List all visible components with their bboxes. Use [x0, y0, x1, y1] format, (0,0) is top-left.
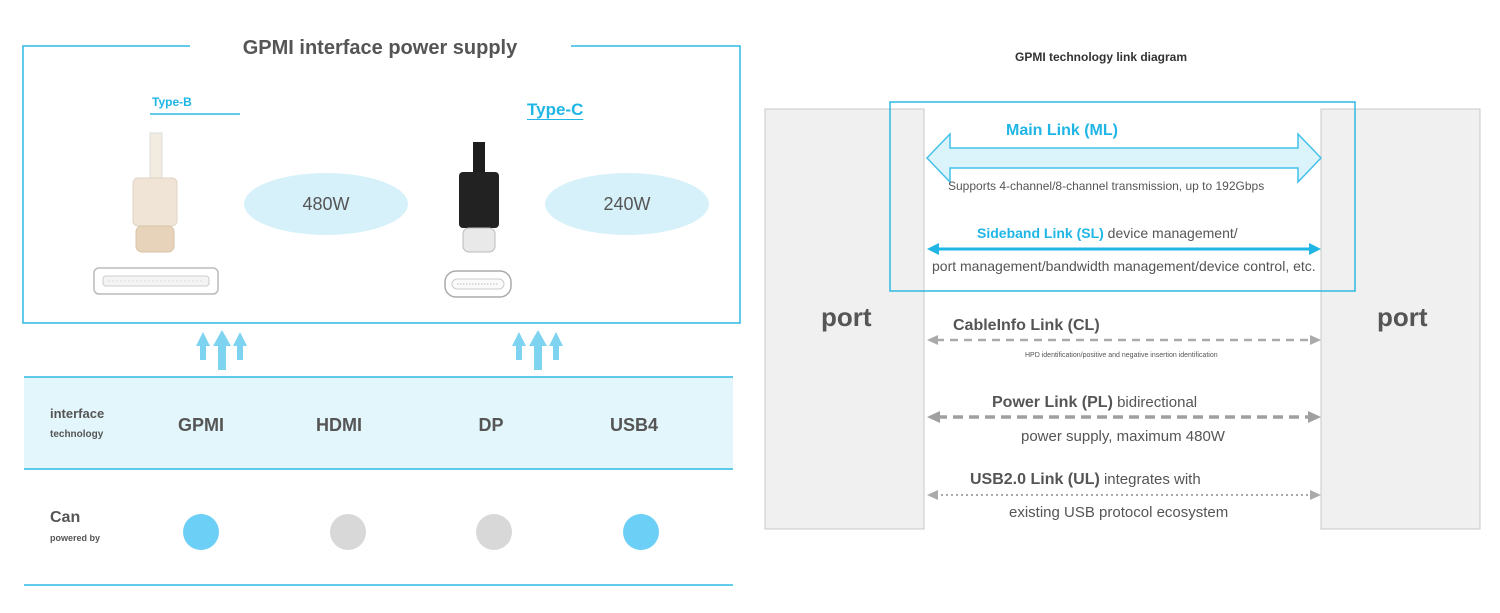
tech-usb4: USB4: [609, 415, 658, 435]
main-link-name: Main Link (ML): [1006, 122, 1118, 139]
power-panel-title: GPMI interface power supply: [242, 37, 518, 59]
port-right-box: [1320, 108, 1481, 530]
power-panel-frame: [22, 45, 741, 324]
usb-link-desc2: existing USB protocol ecosystem: [1009, 504, 1229, 521]
sideband-link-line1: Sideband Link (SL) device management/: [977, 225, 1238, 241]
powered-label-line1: Can: [50, 509, 81, 526]
link-diagram-title: GPMI technology link diagram: [1015, 50, 1188, 64]
type-c-port-icon: [444, 270, 512, 298]
main-link-desc: Supports 4-channel/8-channel transmissio…: [948, 179, 1265, 193]
type-b-cable-icon: [132, 132, 178, 253]
interface-label-line2: technology: [50, 429, 104, 440]
power-dot-dp: [476, 514, 512, 550]
wattage-oval-typec: [545, 173, 709, 235]
wattage-typeb: 480W: [302, 194, 350, 214]
wattage-oval-typeb: [244, 173, 408, 235]
main-link-arrow: [925, 132, 1323, 184]
port-left-label: port: [821, 302, 872, 332]
powered-by-label: Can powered by: [50, 509, 100, 543]
power-link-line1: Power Link (PL) bidirectional: [992, 394, 1197, 412]
cableinfo-link-name: CableInfo Link (CL): [953, 317, 1100, 334]
interface-row-bg: [24, 377, 733, 469]
tech-dp: DP: [478, 415, 504, 435]
port-left-box: [764, 108, 925, 530]
interface-tech-label: interface technology: [50, 406, 104, 440]
sideband-link-arrow: [927, 243, 1321, 255]
type-b-port-icon: [93, 267, 219, 295]
power-link-desc1: bidirectional: [1112, 394, 1198, 411]
up-arrows-icon-left: [196, 330, 247, 370]
usb-link-arrow: [927, 490, 1321, 500]
cableinfo-link-arrow: [927, 335, 1321, 345]
power-dot-gpmi: [183, 514, 219, 550]
sideband-link-name: Sideband Link (SL): [977, 225, 1104, 241]
power-dot-hdmi: [330, 514, 366, 550]
powered-label-line2: powered by: [50, 533, 101, 543]
power-link-arrow: [927, 411, 1321, 423]
sideband-link-desc1: device management/: [1103, 225, 1238, 241]
up-arrows-icon-right: [512, 330, 563, 370]
tech-hdmi: HDMI: [316, 415, 362, 435]
usb-link-desc1: integrates with: [1099, 471, 1201, 488]
sideband-link-desc2: port management/bandwidth management/dev…: [932, 258, 1316, 274]
type-c-label: Type-C: [527, 100, 584, 119]
interface-label-line1: interface: [50, 406, 105, 421]
table-lines: [24, 376, 733, 586]
power-link-name: Power Link (PL): [992, 394, 1113, 411]
type-c-cable-icon: [459, 142, 499, 253]
port-right-label: port: [1377, 302, 1428, 332]
wattage-typec: 240W: [603, 194, 651, 214]
usb-link-line1: USB2.0 Link (UL) integrates with: [970, 471, 1201, 489]
tech-gpmi: GPMI: [177, 415, 224, 435]
type-b-label: Type-B: [152, 95, 192, 109]
power-link-desc2: power supply, maximum 480W: [1021, 428, 1225, 445]
cableinfo-link-desc: HPD identification/positive and negative…: [1025, 352, 1218, 359]
main-sideband-frame: [889, 101, 1356, 292]
usb-link-name: USB2.0 Link (UL): [970, 471, 1100, 488]
power-dot-usb4: [623, 514, 659, 550]
